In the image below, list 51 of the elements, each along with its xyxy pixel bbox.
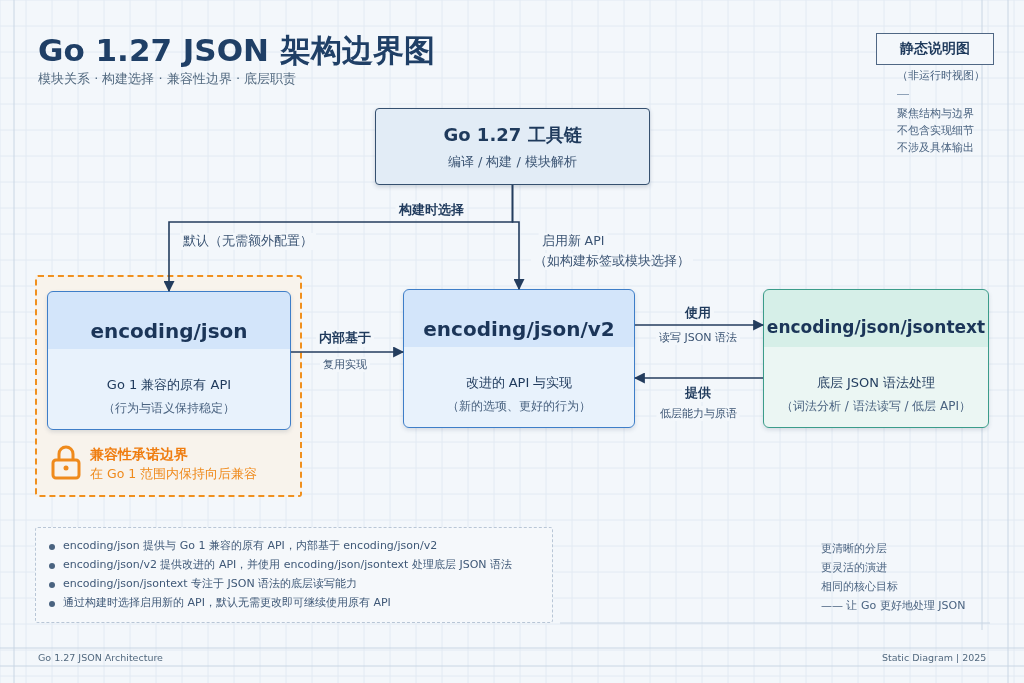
note-title: 静态说明图 xyxy=(899,40,971,58)
summary-line: —— 让 Go 更好地处理 JSON xyxy=(821,598,966,613)
bullet-text: encoding/json 提供与 Go 1 兼容的原有 API，内部基于 encoding/json/v2 xyxy=(63,538,438,553)
connector-note: 复用实现 xyxy=(320,357,370,372)
connector-note: 读写 JSON 语法 xyxy=(655,330,741,345)
footer-text: Static Diagram | 2025 xyxy=(882,652,987,663)
footer-text: Go 1.27 JSON Architecture xyxy=(38,652,163,663)
package-description: Go 1 兼容的原有 API xyxy=(105,376,233,394)
bullet-text: encoding/json/jsontext 专注于 JSON 语法的底层读写能力 xyxy=(63,576,358,591)
package-name: encoding/json/jsontext xyxy=(765,317,987,337)
note-text: 聚焦结构与边界 xyxy=(897,106,974,121)
summary-line: 更清晰的分层 xyxy=(821,541,887,556)
edge-label: 使用 xyxy=(682,305,714,322)
box-subtitle: 编译 / 构建 / 模块解析 xyxy=(446,153,579,171)
edge-label: 内部基于 xyxy=(316,330,374,347)
note-box xyxy=(876,33,994,65)
note-text: 不涉及具体输出 xyxy=(897,140,974,155)
connector-note: 构建时选择 xyxy=(395,201,467,219)
title: Go 1.27 JSON 架构边界图 xyxy=(38,31,435,70)
package-box xyxy=(47,291,291,430)
summary-line: 更灵活的演进 xyxy=(821,560,887,575)
note-text: （非运行时视图） xyxy=(897,68,985,83)
package-note: （行为与语义保持稳定） xyxy=(102,400,236,417)
note-text: 不包含实现细节 xyxy=(897,123,974,138)
summary-line: 相同的核心目标 xyxy=(821,579,898,594)
package-note: （新的选项、更好的行为） xyxy=(446,398,592,415)
arrow xyxy=(633,372,764,384)
edge-label: 提供 xyxy=(682,385,714,402)
boundary-title: 兼容性承诺边界 xyxy=(90,446,188,464)
package-description: 底层 JSON 语法处理 xyxy=(815,374,937,392)
arrow xyxy=(290,346,405,358)
boundary-note: 在 Go 1 范围内保持向后兼容 xyxy=(90,466,258,483)
bullet-text: 通过构建时选择启用新的 API，默认无需更改即可继续使用原有 API xyxy=(63,595,391,610)
connector-note: （如构建标签或模块选择） xyxy=(531,253,693,270)
connector-note: 低层能力与原语 xyxy=(656,406,740,421)
package-box xyxy=(403,289,635,428)
box-title: Go 1.27 工具链 xyxy=(442,123,583,147)
arrow xyxy=(634,319,765,331)
package-name: encoding/json/v2 xyxy=(422,317,616,341)
arrow xyxy=(511,184,525,291)
package-box xyxy=(763,289,989,428)
summary-panel xyxy=(35,527,553,623)
toolchain-box xyxy=(375,108,650,185)
boundary-box xyxy=(35,275,302,497)
edge-label: 默认（无需额外配置） xyxy=(180,233,316,250)
subtitle: 模块关系 · 构建选择 · 兼容性边界 · 底层职责 xyxy=(38,70,297,88)
edge-label: 启用新 API xyxy=(538,233,608,250)
bullet-text: encoding/json/v2 提供改进的 API，并使用 encoding/json/jsontext 处理底层 JSON 语法 xyxy=(63,557,513,572)
package-name: encoding/json xyxy=(89,319,249,343)
package-note: （词法分析 / 语法读写 / 低层 API） xyxy=(779,398,973,415)
package-description: 改进的 API 与实现 xyxy=(464,374,574,392)
